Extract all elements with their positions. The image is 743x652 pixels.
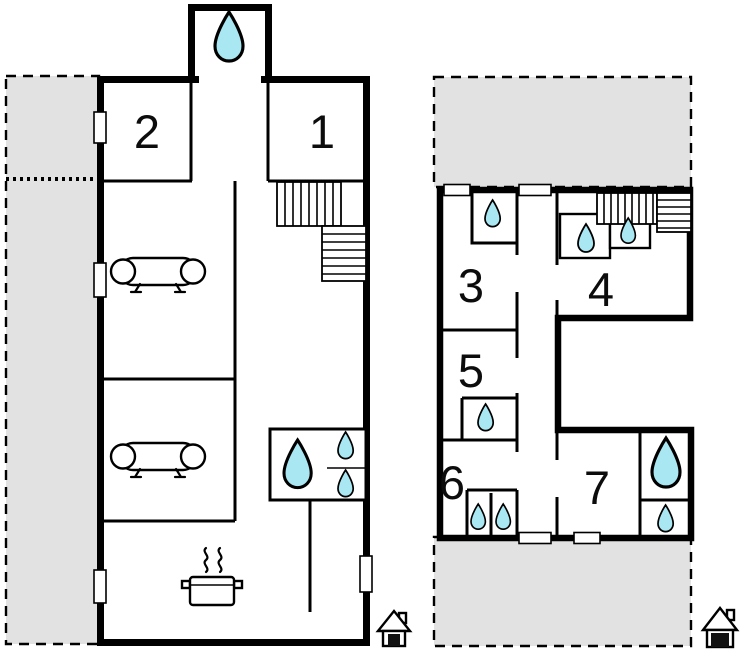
terrace-area-left — [4, 74, 101, 646]
house-entrance-icon — [700, 606, 740, 649]
interior-walls — [440, 190, 559, 538]
terrace-area-right-bottom — [432, 535, 693, 648]
stairs-icon — [596, 192, 692, 233]
stair-run-lower — [656, 192, 692, 233]
room-3-label: 3 — [458, 259, 484, 312]
right-building: 3 4 5 6 7 — [436, 183, 695, 545]
window-marker — [93, 111, 107, 144]
room-1-label: 1 — [309, 105, 335, 158]
stairs-icon — [276, 181, 367, 282]
interior-walls — [100, 83, 366, 612]
room-2-label: 2 — [134, 105, 160, 158]
door-marker — [573, 531, 601, 545]
terrace-area-right-top — [432, 75, 693, 189]
bathroom-walls — [460, 190, 691, 538]
house-entrance-icon — [375, 609, 413, 648]
window-marker — [93, 569, 107, 604]
door-marker — [518, 183, 552, 197]
window-marker — [359, 555, 373, 593]
left-building: 2 1 — [93, 4, 373, 646]
stair-run-lower — [321, 225, 367, 282]
room-4-label: 4 — [588, 263, 614, 316]
room-6-label: 6 — [439, 456, 465, 509]
passage-opening — [199, 74, 261, 86]
bathroom — [268, 427, 368, 502]
cooking-pot-icon — [180, 546, 244, 607]
door-marker — [518, 531, 552, 545]
room-5-label: 5 — [458, 344, 484, 397]
window-marker — [93, 262, 107, 298]
room-7-label: 7 — [584, 461, 610, 514]
door-marker — [443, 183, 471, 197]
